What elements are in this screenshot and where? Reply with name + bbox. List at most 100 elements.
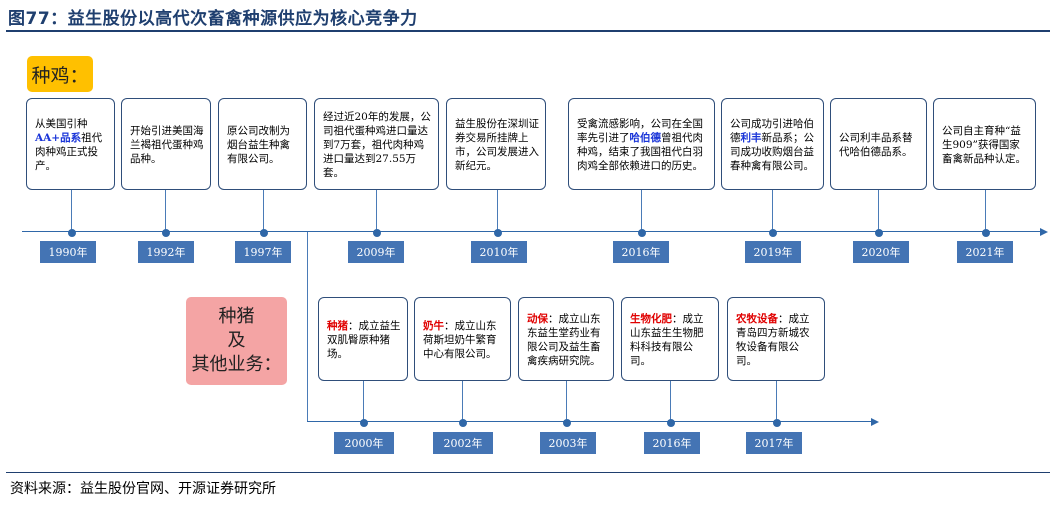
other-event-text-post: ：成立青岛四方新城农牧设备有限公司。: [736, 312, 810, 367]
category-pig-line2: 及: [227, 330, 246, 351]
other-event-text-post: ：成立山东荷斯坦奶牛繁育中心有限公司。: [423, 319, 497, 360]
chicken-timeline-arrowhead: [1040, 228, 1048, 236]
chicken-year-label: 2010年: [471, 241, 527, 263]
chicken-event-marker: [981, 228, 990, 237]
chicken-year-label: 2009年: [348, 241, 404, 263]
other-event-text: 动保：成立山东东益生堂药业有限公司及益生畜禽疾病研究院。: [527, 312, 607, 368]
other-event-marker: [666, 418, 675, 427]
chicken-event-text: 益生股份在深圳证券交易所挂牌上市，公司发展进入新纪元。: [455, 117, 539, 173]
category-pig-other: 种猪 及 其他业务：: [186, 297, 287, 385]
chicken-event-highlight: 哈伯德: [629, 131, 662, 144]
other-event-connector: [462, 381, 463, 422]
other-event-highlight: 农牧设备: [736, 312, 778, 325]
other-event-box: 动保：成立山东东益生堂药业有限公司及益生畜禽疾病研究院。: [518, 297, 614, 381]
chicken-event-box: 益生股份在深圳证券交易所挂牌上市，公司发展进入新纪元。: [446, 98, 546, 190]
other-year-label: 2017年: [746, 432, 802, 454]
other-event-connector: [566, 381, 567, 422]
chicken-event-box: 原公司改制为烟台益生种禽有限公司。: [218, 98, 307, 190]
chicken-year-label: 2021年: [957, 241, 1013, 263]
chicken-event-box: 从美国引种AA+品系祖代肉种鸡正式投产。: [26, 98, 115, 190]
chicken-event-text: 开始引进美国海兰褐祖代蛋种鸡品种。: [130, 124, 204, 166]
chicken-event-text-pre: 公司成功引进哈伯德: [730, 117, 814, 144]
title-rule: [6, 30, 1050, 32]
chicken-event-text-pre: 益生股份在深圳证券交易所挂牌上市，公司发展进入新纪元。: [455, 117, 539, 172]
chicken-event-box: 公司成功引进哈伯德利丰新品系；公司成功收购烟台益春种禽有限公司。: [721, 98, 824, 190]
other-event-text: 生物化肥：成立山东益生生物肥料科技有限公司。: [630, 312, 712, 368]
category-pig-line3: 其他业务：: [191, 354, 282, 375]
figure-title: 图77：益生股份以高代次畜禽种源供应为核心竞争力: [8, 9, 418, 29]
chicken-event-connector: [263, 190, 264, 232]
chicken-event-text-pre: 受禽流感影响，公司在全国率先引进了: [577, 117, 703, 144]
chicken-event-box: 公司利丰品系替代哈伯德品系。: [830, 98, 927, 190]
chicken-event-box: 经过近20年的发展，公司祖代蛋种鸡进口量达到7万套，祖代肉种鸡进口量达到27.5…: [314, 98, 439, 190]
other-timeline-axis: [307, 421, 873, 422]
other-year-label: 2003年: [540, 432, 596, 454]
other-event-connector: [776, 381, 777, 422]
chicken-event-connector: [772, 190, 773, 232]
chicken-year-label: 1990年: [40, 241, 96, 263]
other-event-marker: [359, 418, 368, 427]
chicken-year-label: 1997年: [235, 241, 291, 263]
chicken-event-marker: [637, 228, 646, 237]
chicken-event-text: 从美国引种AA+品系祖代肉种鸡正式投产。: [35, 117, 108, 173]
other-event-marker: [562, 418, 571, 427]
chicken-event-connector: [376, 190, 377, 232]
other-year-label: 2016年: [644, 432, 700, 454]
chicken-event-text-post: 新品系；公司成功收购烟台益春种禽有限公司。: [730, 131, 814, 172]
chicken-timeline-axis: [22, 231, 1042, 232]
chicken-event-connector: [165, 190, 166, 232]
chicken-event-text-pre: 从美国引种: [35, 117, 88, 130]
other-event-text: 奶牛：成立山东荷斯坦奶牛繁育中心有限公司。: [423, 319, 504, 361]
chicken-event-box: 受禽流感影响，公司在全国率先引进了哈伯德曾祖代肉种鸡，结束了我国祖代白羽肉鸡全部…: [568, 98, 715, 190]
other-event-box: 奶牛：成立山东荷斯坦奶牛繁育中心有限公司。: [414, 297, 511, 381]
other-event-text: 农牧设备：成立青岛四方新城农牧设备有限公司。: [736, 312, 818, 368]
chicken-event-marker: [259, 228, 268, 237]
chicken-year-label: 2020年: [853, 241, 909, 263]
chicken-year-label: 2019年: [745, 241, 801, 263]
chicken-event-marker: [372, 228, 381, 237]
chicken-event-text-pre: 开始引进美国海兰褐祖代蛋种鸡品种。: [130, 124, 204, 165]
source-note: 资料来源：益生股份官网、开源证券研究所: [10, 481, 276, 497]
other-event-highlight: 动保: [527, 312, 548, 325]
chicken-event-connector: [71, 190, 72, 232]
chicken-event-text: 原公司改制为烟台益生种禽有限公司。: [227, 124, 300, 166]
chicken-event-text: 公司成功引进哈伯德利丰新品系；公司成功收购烟台益春种禽有限公司。: [730, 117, 817, 173]
other-event-text-post: ：成立益生双肌臀原种猪场。: [327, 319, 401, 360]
other-event-highlight: 生物化肥: [630, 312, 672, 325]
chicken-event-highlight: 利丰: [740, 131, 762, 144]
chicken-event-highlight: AA+品系: [35, 131, 82, 144]
chicken-event-marker: [67, 228, 76, 237]
chicken-event-box: 公司自主育种“益生909”获得国家畜禽新品种认定。: [933, 98, 1036, 190]
other-timeline-arrowhead: [871, 418, 879, 426]
category-pig-line1: 种猪: [218, 306, 255, 327]
chicken-event-marker: [874, 228, 883, 237]
chicken-event-box: 开始引进美国海兰褐祖代蛋种鸡品种。: [121, 98, 211, 190]
chicken-event-text-pre: 公司利丰品系替代哈伯德品系。: [839, 131, 913, 158]
chicken-event-text: 受禽流感影响，公司在全国率先引进了哈伯德曾祖代肉种鸡，结束了我国祖代白羽肉鸡全部…: [577, 117, 708, 173]
branch-connector: [307, 232, 308, 422]
chicken-event-marker: [493, 228, 502, 237]
other-event-marker: [772, 418, 781, 427]
other-event-box: 农牧设备：成立青岛四方新城农牧设备有限公司。: [727, 297, 825, 381]
other-event-marker: [458, 418, 467, 427]
other-event-highlight: 种猪: [327, 319, 348, 332]
other-event-text-post: ：成立山东益生生物肥料科技有限公司。: [630, 312, 704, 367]
chicken-year-label: 2016年: [613, 241, 669, 263]
chicken-event-text-pre: 公司自主育种“益生909”获得国家畜禽新品种认定。: [942, 124, 1026, 165]
other-event-highlight: 奶牛: [423, 319, 444, 332]
chicken-event-text-post: 曾祖代肉种鸡，结束了我国祖代白羽肉鸡全部依赖进口的历史。: [577, 131, 703, 172]
chicken-event-text-post: 祖代肉种鸡正式投产。: [35, 131, 103, 172]
other-event-box: 生物化肥：成立山东益生生物肥料科技有限公司。: [621, 297, 719, 381]
other-event-text-post: ：成立山东东益生堂药业有限公司及益生畜禽疾病研究院。: [527, 312, 601, 367]
chicken-event-text-pre: 经过近20年的发展，公司祖代蛋种鸡进口量达到7万套，祖代肉种鸡进口量达到27.5…: [323, 110, 431, 179]
other-event-connector: [363, 381, 364, 422]
chicken-event-text: 公司利丰品系替代哈伯德品系。: [839, 131, 920, 159]
chicken-event-text-pre: 原公司改制为烟台益生种禽有限公司。: [227, 124, 290, 165]
chicken-event-marker: [161, 228, 170, 237]
chicken-event-marker: [768, 228, 777, 237]
chicken-year-label: 1992年: [138, 241, 194, 263]
category-chicken: 种鸡：: [27, 56, 93, 92]
other-event-connector: [670, 381, 671, 422]
other-event-box: 种猪：成立益生双肌臀原种猪场。: [318, 297, 408, 381]
other-year-label: 2000年: [334, 432, 394, 454]
